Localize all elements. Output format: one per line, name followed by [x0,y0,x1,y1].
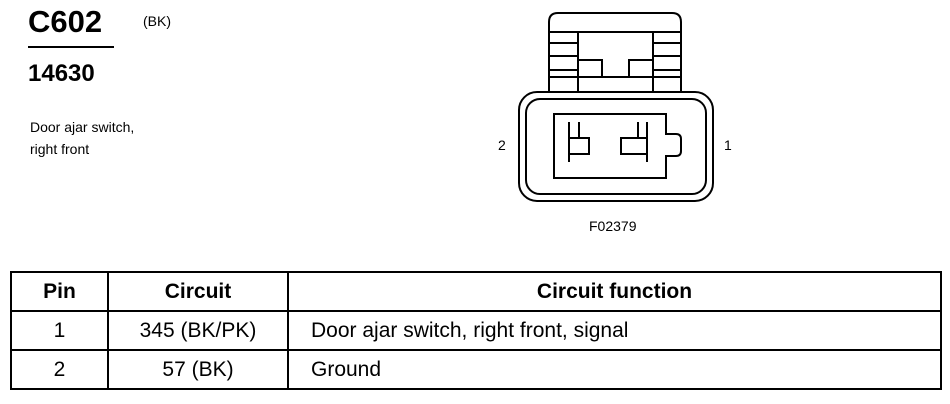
connector-outer-shell [518,91,714,202]
cell-circuit: 57 (BK) [107,349,289,390]
connector-face-diagram [518,12,714,202]
cell-circuit: 345 (BK/PK) [107,310,289,351]
description-line-2: right front [30,141,90,157]
pinout-table: Pin Circuit Circuit function 1 345 (BK/P… [10,271,942,390]
cell-circuit-function: Door ajar switch, right front, signal [287,310,942,351]
figure-id: F02379 [589,218,637,234]
pin-cavity [553,113,682,179]
connector-latch [548,12,682,92]
terminal-pin-2 [568,122,590,162]
cell-pin: 1 [10,310,109,351]
table-header-row: Pin Circuit Circuit function [10,271,942,312]
header-circuit-function: Circuit function [287,271,942,312]
table-row: 1 345 (BK/PK) Door ajar switch, right fr… [10,310,942,351]
terminal-pin-1 [620,122,648,162]
connector-id: C602 [28,4,103,39]
table-row: 2 57 (BK) Ground [10,349,942,390]
connector-color: (BK) [143,13,171,29]
pin-2-label: 2 [498,137,506,153]
cell-circuit-function: Ground [287,349,942,390]
connector-inner-shell [525,98,707,195]
connector-id-underline [28,46,114,48]
cell-pin: 2 [10,349,109,390]
connector-description: Door ajar switch, right front [30,116,134,160]
part-number: 14630 [28,60,95,87]
pin-1-label: 1 [724,137,732,153]
header-circuit: Circuit [107,271,289,312]
header-pin: Pin [10,271,109,312]
description-line-1: Door ajar switch, [30,119,135,135]
